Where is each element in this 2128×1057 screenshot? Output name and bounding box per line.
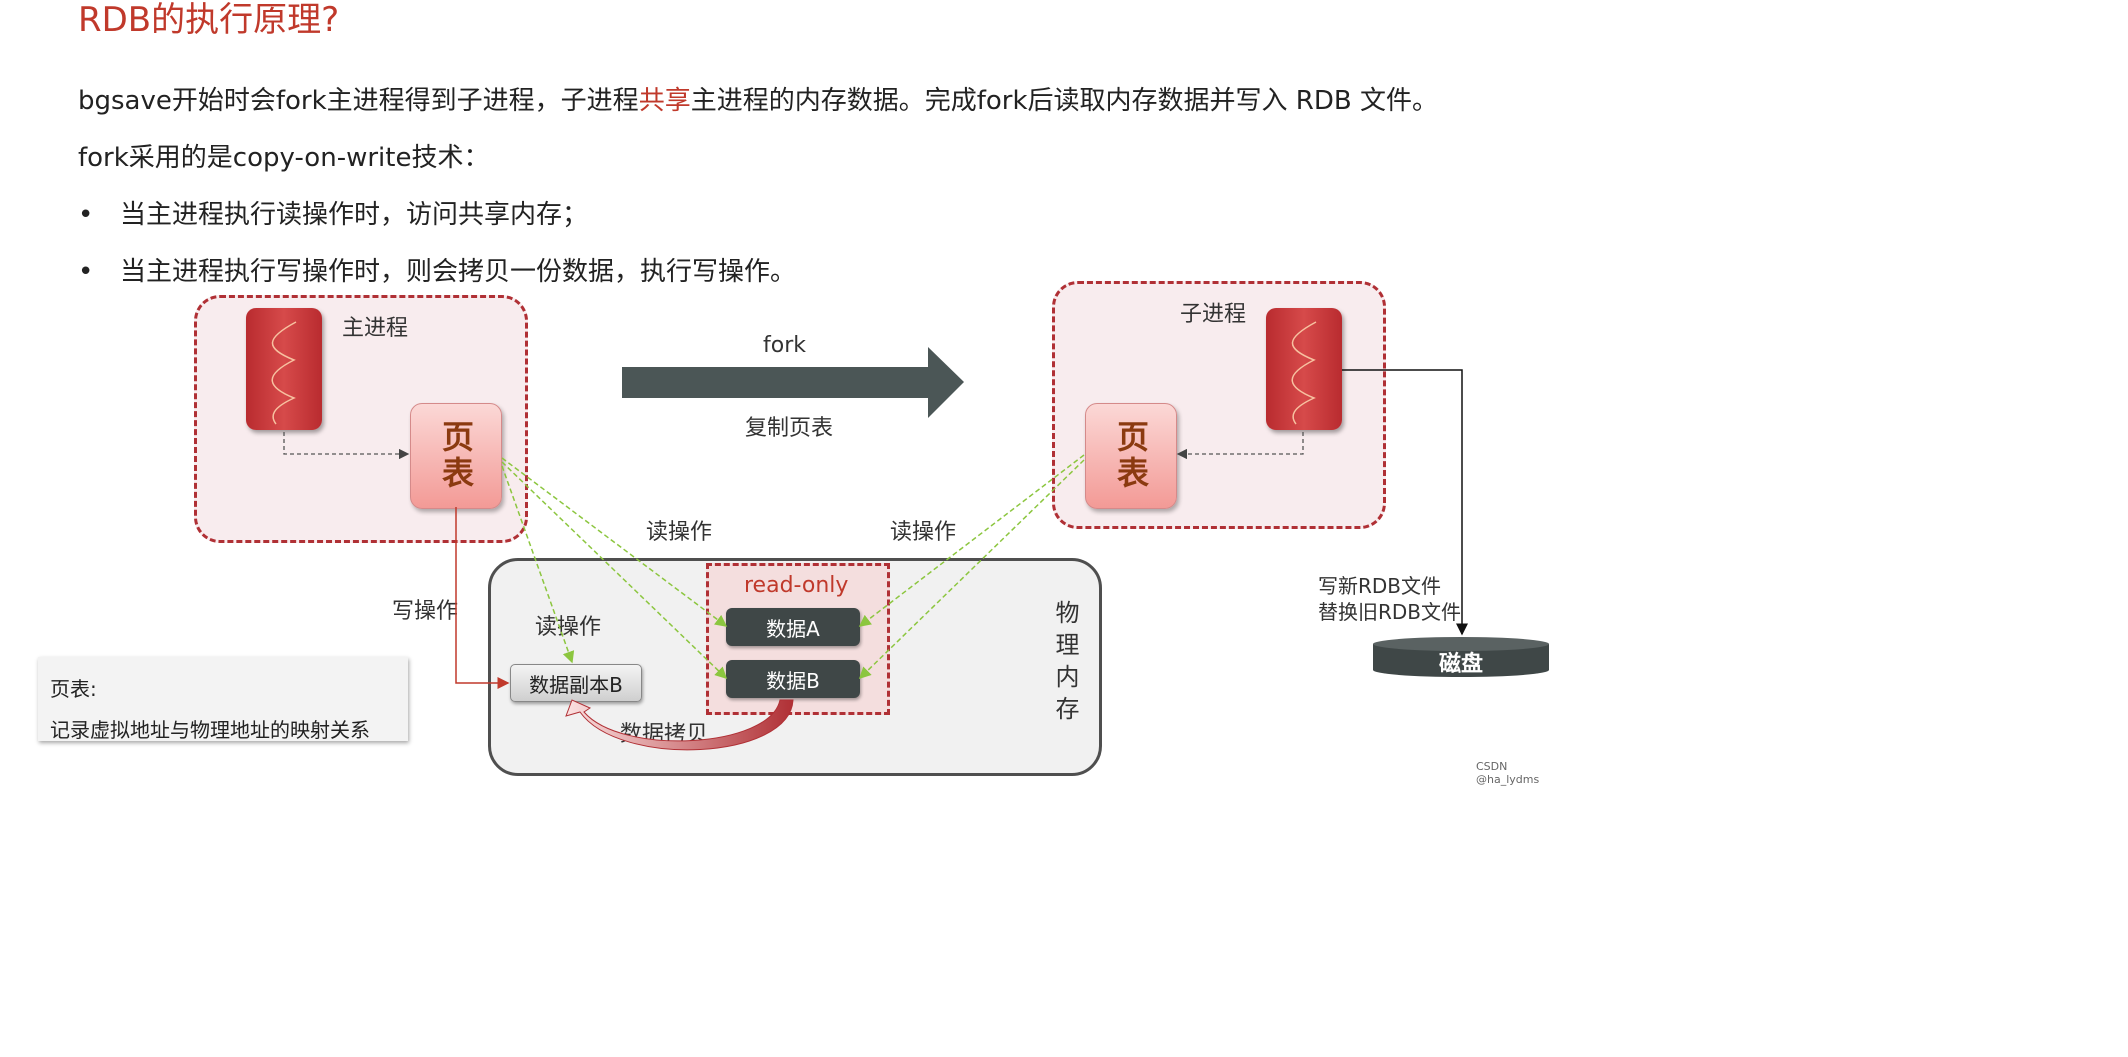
note-body: 记录虚拟地址与物理地址的映射关系 [50, 718, 370, 742]
write-op-arrow [455, 507, 510, 689]
child-read-to-data-a [858, 454, 1085, 627]
child-to-disk-arrow [1342, 369, 1468, 636]
intro-text-after: 主进程的内存数据。完成fork后读取内存数据并写入 RDB 文件。 [690, 86, 1438, 116]
main-read-to-data-a [501, 457, 728, 627]
write-rdb-line1: 写新RDB文件 [1318, 574, 1442, 598]
child-page-table-label: 页表 [1112, 420, 1150, 492]
process-squiggle-icon [271, 321, 297, 425]
main-process-icon [246, 308, 322, 430]
bullet-marker: • [78, 257, 94, 287]
diagram-connectors [283, 347, 1468, 751]
main-process-to-page-table [283, 432, 410, 460]
cow-paragraph: fork采用的是copy-on-write技术： [78, 143, 490, 173]
child-read-to-data-b [858, 459, 1085, 680]
page-table-note: 页表: 记录虚拟地址与物理地址的映射关系 [38, 657, 408, 742]
process-squiggle-icon [1291, 321, 1317, 425]
child-page-table: 页表 [1085, 403, 1177, 509]
note-title: 页表: [50, 677, 97, 701]
fork-label: fork [763, 333, 806, 358]
copy-page-table-label: 复制页表 [745, 416, 834, 441]
read-op-label-copy: 读操作 [535, 615, 602, 640]
physical-memory-label: 物理内存 [1051, 600, 1079, 728]
main-page-table-label: 页表 [437, 420, 475, 492]
bullet-write: 当主进程执行写操作时，则会拷贝一份数据，执行写操作。 [120, 257, 797, 287]
write-rdb-line2: 替换旧RDB文件 [1318, 600, 1462, 624]
read-only-label: read-only [744, 573, 849, 598]
page-title: RDB的执行原理? [78, 0, 340, 40]
main-read-to-copy-b [501, 465, 575, 664]
child-process-label: 子进程 [1180, 302, 1247, 327]
bullet-read: 当主进程执行读操作时，访问共享内存； [120, 200, 589, 230]
disk-label: 磁盘 [1438, 652, 1483, 677]
disk-icon [1373, 637, 1549, 677]
read-op-label-main: 读操作 [646, 520, 713, 545]
intro-text-before: bgsave开始时会fork主进程得到子进程，子进程 [78, 86, 639, 116]
bullet-marker: • [78, 200, 94, 230]
fork-arrow [622, 347, 964, 418]
intro-paragraph: bgsave开始时会fork主进程得到子进程，子进程共享主进程的内存数据。完成f… [78, 83, 1438, 119]
disk [1372, 636, 1550, 678]
write-op-label: 写操作 [392, 599, 459, 624]
intro-highlight-shared: 共享 [638, 86, 691, 116]
child-process-icon [1266, 308, 1342, 430]
data-a-block: 数据A [726, 608, 860, 646]
read-op-label-child: 读操作 [890, 520, 957, 545]
child-process-to-page-table [1176, 432, 1304, 460]
data-b-block: 数据B [726, 660, 860, 698]
main-process-label: 主进程 [342, 316, 409, 341]
main-read-to-data-b [501, 461, 728, 680]
watermark: CSDN @ha_lydms [1476, 760, 1540, 786]
data-copy-arrow [565, 699, 794, 751]
main-page-table: 页表 [410, 403, 502, 509]
